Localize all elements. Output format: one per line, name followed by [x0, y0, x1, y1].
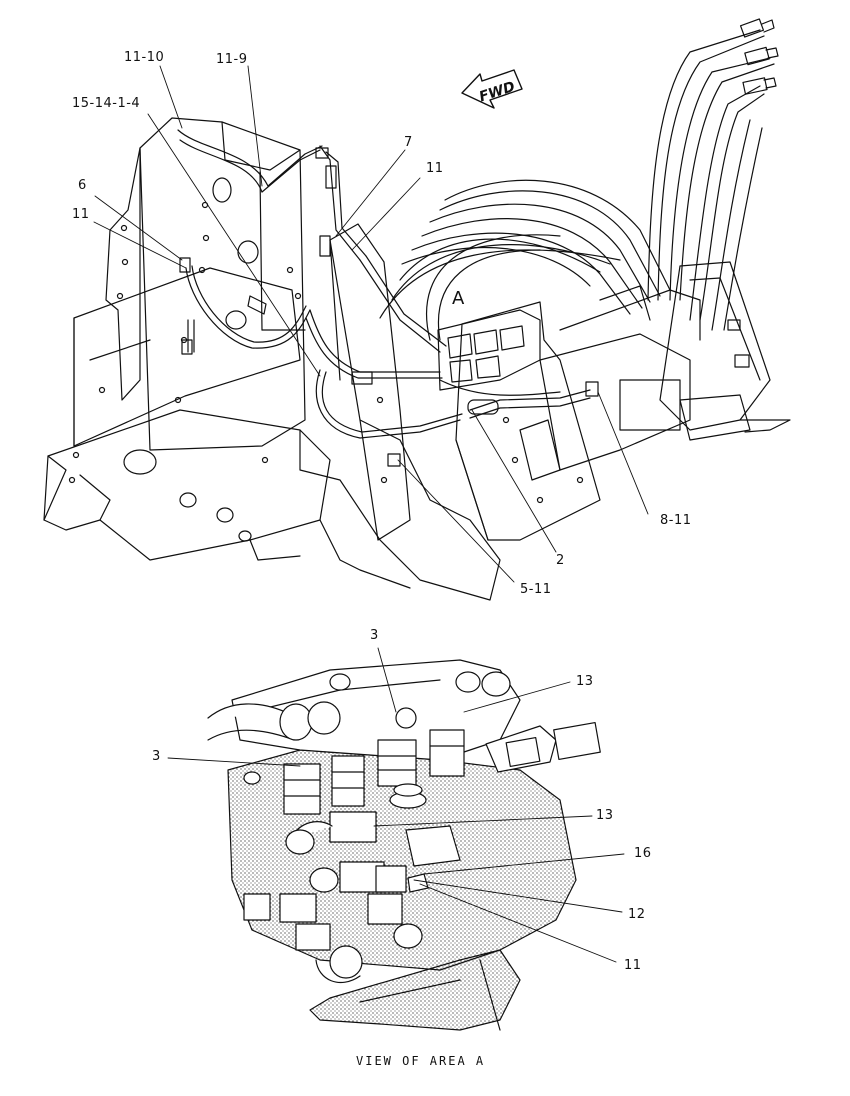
callout-6: 6: [78, 178, 87, 193]
detail-callout-12: 12: [628, 907, 646, 922]
callout-7: 7: [404, 135, 413, 150]
leader-lines-detail: [167, 647, 625, 963]
callout-11-center: 11: [426, 161, 444, 176]
right-cylinder-assembly: [539, 261, 791, 471]
area-a-label: A: [452, 288, 465, 309]
leader-lines-main: [93, 65, 649, 583]
detail-callout-13-mid: 13: [596, 808, 614, 823]
callout-8-11: 8-11: [660, 513, 692, 528]
fwd-label: FWD: [477, 79, 517, 106]
control-valve-bank: [437, 309, 541, 391]
hose-risers: [647, 18, 779, 331]
lower-structure: [43, 409, 501, 601]
fwd-arrow-icon: FWD: [461, 69, 523, 109]
center-post: [329, 223, 411, 541]
callout-2: 2: [556, 553, 565, 568]
fittings: [179, 147, 599, 467]
hose-bundle-upper: [379, 179, 671, 341]
view-caption: VIEW OF AREA A: [356, 1054, 486, 1068]
callout-11-left: 11: [72, 207, 90, 222]
main-view: FWD: [43, 18, 791, 601]
hydraulic-lines: [177, 129, 591, 439]
detail-callout-11: 11: [624, 958, 642, 973]
frame-upright: [105, 117, 306, 451]
callout-15-14-1-4: 15-14-1-4: [72, 96, 141, 111]
detail-callout-3-top: 3: [370, 628, 379, 643]
callout-11-9: 11-9: [216, 52, 248, 67]
callout-11-10: 11-10: [124, 50, 165, 65]
detail-view: [207, 659, 601, 1031]
detail-callout-16: 16: [634, 846, 652, 861]
detail-callout-13-top: 13: [576, 674, 594, 689]
detail-callout-3-left: 3: [152, 749, 161, 764]
callout-5-11: 5-11: [520, 582, 552, 597]
